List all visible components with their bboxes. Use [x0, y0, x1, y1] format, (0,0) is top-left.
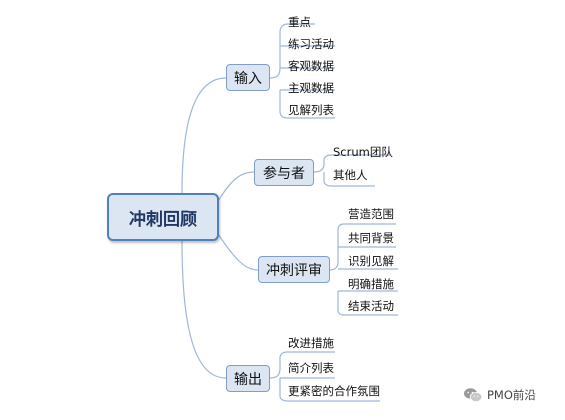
- connector-central-output: [181, 240, 227, 379]
- leaf-participants-2[interactable]: 其他人: [333, 168, 368, 182]
- leaf-review-3[interactable]: 识别见解: [348, 254, 394, 268]
- connector-participants-leaves: [313, 154, 390, 187]
- branch-participants[interactable]: 参与者: [254, 159, 314, 186]
- leaf-output-3[interactable]: 更紧密的合作氛围: [288, 384, 380, 398]
- leaf-output-1[interactable]: 改进措施: [288, 336, 334, 350]
- watermark: PMO前沿: [463, 387, 536, 403]
- leaf-review-2[interactable]: 共同背景: [348, 231, 394, 245]
- central-topic[interactable]: 冲刺回顾: [107, 193, 219, 241]
- connector-central-review: [213, 227, 259, 271]
- connector-output-leaves: [269, 351, 380, 402]
- leaf-input-4[interactable]: 主观数据: [288, 81, 334, 95]
- connector-input-leaves: [269, 23, 335, 119]
- leaf-participants-1[interactable]: Scrum团队: [333, 145, 393, 159]
- leaf-review-5[interactable]: 结束活动: [348, 299, 394, 313]
- leaf-input-3[interactable]: 客观数据: [288, 59, 334, 73]
- leaf-output-2[interactable]: 简介列表: [288, 361, 334, 375]
- leaf-review-1[interactable]: 营造范围: [348, 207, 394, 221]
- leaf-input-1[interactable]: 重点: [288, 15, 311, 29]
- branch-output[interactable]: 输出: [226, 365, 270, 392]
- leaf-review-4[interactable]: 明确措施: [348, 277, 394, 291]
- wechat-logo-icon: [463, 387, 483, 403]
- watermark-text: PMO前沿: [487, 388, 536, 402]
- branch-sprint-review[interactable]: 冲刺评审: [258, 256, 330, 283]
- leaf-input-5[interactable]: 见解列表: [288, 103, 334, 117]
- connector-review-leaves: [329, 223, 398, 316]
- connector-central-input: [181, 77, 227, 194]
- branch-input[interactable]: 输入: [226, 64, 270, 91]
- leaf-input-2[interactable]: 练习活动: [288, 37, 334, 51]
- connector-central-participants: [213, 171, 255, 209]
